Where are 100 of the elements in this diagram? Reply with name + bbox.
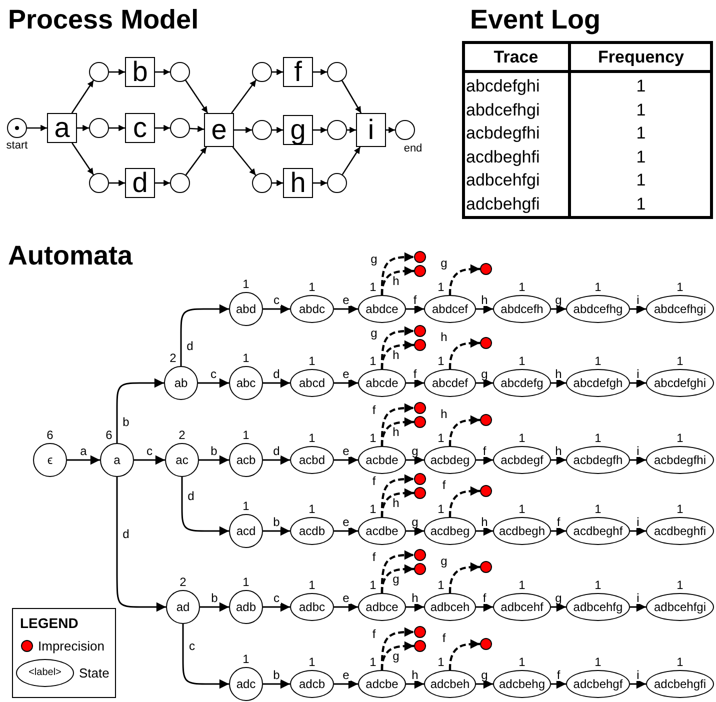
state-count: 1	[242, 429, 250, 441]
state-count: 1	[308, 281, 316, 293]
dashed-arrow	[448, 264, 480, 295]
arrow	[27, 124, 47, 132]
arrow	[116, 378, 164, 443]
state-count: 1	[676, 432, 684, 444]
state-count: 1	[676, 656, 684, 668]
arrow	[263, 304, 290, 314]
state-count: 1	[594, 503, 602, 515]
place-circle	[89, 62, 109, 82]
state-ellipse	[424, 593, 476, 621]
state-label: acbdegf	[500, 454, 544, 466]
imprecision-dot	[414, 265, 426, 277]
state-ellipse	[493, 446, 551, 474]
dashed-arrow	[448, 562, 480, 593]
state-label: adbcehfgi	[654, 601, 706, 613]
dashed-arrow	[448, 486, 480, 517]
edge-label: f	[556, 516, 562, 528]
state-count: 1	[676, 579, 684, 591]
edge-label: f	[482, 592, 488, 604]
state-label: a	[114, 454, 120, 466]
arrow	[155, 68, 170, 76]
arrow	[476, 602, 493, 612]
transition-label: a	[54, 114, 70, 142]
state-label: abdce	[366, 303, 398, 315]
place-caption: start	[6, 140, 28, 152]
place-circle	[252, 173, 272, 193]
imprecision-dot	[480, 485, 492, 497]
place-circle	[170, 62, 190, 82]
place-circle	[252, 120, 272, 140]
state-ellipse	[358, 670, 406, 698]
edge-label: g	[392, 573, 400, 585]
state-label: acdbegh	[498, 525, 546, 537]
state-label: adc	[236, 678, 256, 690]
place-caption: end	[404, 144, 422, 154]
state-ellipse	[290, 593, 334, 621]
state-ellipse	[290, 517, 334, 545]
state-label: adbcehfg	[573, 601, 623, 613]
transition-box	[356, 113, 386, 147]
state-count: 1	[438, 579, 444, 591]
edge-label: h	[392, 426, 400, 438]
state-label: acdbeghf	[573, 525, 623, 537]
state-count: 1	[594, 579, 602, 591]
state-label: abd	[236, 303, 256, 315]
state-count: 1	[242, 500, 250, 512]
arrow	[155, 124, 170, 132]
imprecision-dot	[480, 638, 492, 650]
legend-label: Imprecision	[38, 640, 104, 652]
trace-text: abdcefhgi	[466, 101, 540, 118]
arrow	[313, 126, 327, 134]
arrow	[263, 455, 290, 465]
edge-label: f	[441, 479, 447, 491]
arrow	[155, 180, 170, 186]
arrow	[263, 679, 290, 689]
place-circle	[89, 173, 109, 193]
imprecision-dot	[480, 561, 492, 573]
state-count: 6	[106, 429, 112, 441]
dashed-arrow	[380, 564, 414, 593]
state-label: adcbehgfi	[654, 678, 706, 690]
edge-label: f	[441, 632, 447, 644]
place-circle	[170, 118, 190, 138]
transition-label: b	[132, 58, 148, 86]
state-label: acdbe	[366, 525, 398, 537]
trace-text: acdbeghfi	[466, 148, 540, 165]
state-label: adcb	[298, 678, 326, 690]
edge-label: h	[392, 497, 400, 509]
edge-label: h	[554, 368, 563, 380]
trace-text: abcdefghi	[466, 78, 540, 94]
imprecision-dot	[414, 549, 426, 561]
arrow	[476, 526, 493, 536]
place-circle	[395, 120, 415, 140]
state-ellipse	[229, 590, 263, 624]
dashed-arrow	[380, 340, 414, 369]
arrow	[109, 124, 125, 132]
arrow	[67, 455, 100, 465]
state-count: 1	[594, 355, 602, 367]
edge-label: f	[556, 669, 562, 681]
edge-label: i	[636, 516, 640, 528]
arrow	[334, 526, 358, 536]
arrow	[313, 68, 327, 76]
edge-label: h	[410, 592, 420, 604]
arrow	[630, 679, 646, 689]
state-ellipse	[358, 593, 406, 621]
state-label: adbce	[366, 601, 398, 613]
arrow	[272, 126, 283, 134]
state-ellipse	[424, 295, 476, 323]
state-count: 1	[676, 503, 684, 515]
arrow	[232, 146, 256, 176]
edge-label: f	[482, 445, 488, 457]
state-label: adbcehf	[500, 601, 544, 613]
state-count: 1	[518, 355, 526, 367]
state-count: 1	[518, 656, 526, 668]
arrow	[180, 304, 229, 366]
state-ellipse	[100, 443, 134, 477]
edge-label: h	[554, 445, 563, 457]
imprecision-dot	[414, 325, 426, 337]
frequency-value: 1	[636, 78, 646, 94]
state-count: 1	[370, 579, 376, 591]
state-count: 1	[308, 432, 316, 444]
edge-label: f	[412, 368, 418, 380]
